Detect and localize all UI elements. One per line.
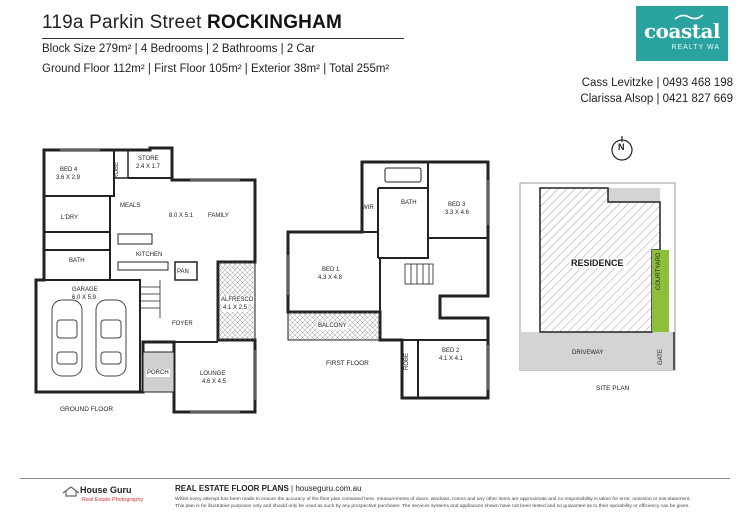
logo-brand: coastal (643, 19, 721, 43)
room-label-laundry: L'DRY (61, 215, 79, 221)
room-label-kitchen: KITCHEN (136, 252, 163, 258)
room-label-garage: GARAGE (72, 287, 98, 293)
room-label-wir: WIR (362, 205, 374, 211)
room-size-bed2: 4.1 X 4.1 (439, 356, 464, 362)
first-floor-plan (286, 160, 490, 400)
property-title: 119a Parkin Street ROCKINGHAM (42, 12, 342, 34)
disclaimer-line-2: This plan is for illustrative purposes o… (175, 504, 690, 509)
room-label-meals: MEALS (120, 203, 141, 209)
room-label-first-robe: ROBE (404, 352, 410, 370)
house-guru-brand: House Guru (80, 485, 132, 495)
logo-tagline: REALTY WA (671, 44, 720, 51)
wave-icon (674, 14, 704, 20)
room-label-bed4: BED 4 (60, 167, 78, 173)
room-label-first-bath: BATH (401, 200, 417, 206)
ground-floor-caption: GROUND FLOOR (60, 406, 114, 413)
room-label-lounge: LOUNGE (200, 371, 226, 377)
room-label-alfresco: ALFRESCO (220, 296, 255, 304)
room-size-bed1: 4.3 X 4.8 (318, 275, 343, 281)
room-label-foyer: FOYER (172, 321, 193, 327)
coastal-realty-logo: coastal REALTY WA (636, 6, 728, 61)
house-guru-subtitle: Real Estate Photography (82, 497, 144, 503)
room-label-bath: BATH (69, 258, 85, 264)
gate-label: GATE (658, 349, 664, 365)
floor-plans-website: | houseguru.com.au (291, 484, 362, 493)
room-label-robe: ROBE (114, 161, 120, 179)
floor-plans-label: REAL ESTATE FLOOR PLANS (175, 484, 289, 493)
room-label-pantry: PAN (177, 269, 189, 275)
property-spec-line-1: Block Size 279m² | 4 Bedrooms | 2 Bathro… (42, 43, 315, 55)
room-label-store: STORE (138, 156, 159, 162)
car-icon (51, 299, 83, 377)
driveway-area (520, 332, 675, 370)
agent-contact-1: Cass Levitzke | 0493 468 198 (581, 77, 733, 89)
first-floor-caption: FIRST FLOOR (326, 360, 369, 367)
north-label: N (618, 142, 625, 152)
courtyard-label: COURTYARD (656, 252, 662, 290)
room-size-garage: 6.0 X 5.9 (72, 295, 97, 301)
suburb-name: ROCKINGHAM (207, 12, 343, 33)
courtyard-area (652, 250, 669, 332)
room-label-bed1: BED 1 (322, 267, 340, 273)
room-label-bed3: BED 3 (448, 202, 466, 208)
room-label-family: FAMILY (208, 213, 229, 219)
car-icon (95, 299, 127, 377)
house-icon (62, 486, 80, 497)
disclaimer-line-1: Whilst every attempt has been made to en… (175, 497, 691, 502)
site-plan-caption: SITE PLAN (596, 385, 630, 392)
room-label-bed2: BED 2 (442, 348, 460, 354)
room-size-lounge: 4.6 X 4.5 (202, 379, 227, 385)
room-label-balcony: BALCONY (317, 322, 348, 330)
room-size-family: 8.0 X 5.1 (169, 213, 194, 219)
room-size-alfresco: 4.1 X 2.5 (222, 304, 249, 312)
street-address: 119a Parkin Street (42, 12, 202, 33)
driveway-label: DRIVEWAY (572, 350, 604, 356)
room-size-bed3: 3.3 X 4.6 (445, 210, 470, 216)
agent-contact-2: Clarissa Alsop | 0421 827 669 (580, 93, 733, 105)
room-label-porch: PORCH (146, 369, 170, 377)
site-plan (519, 136, 676, 371)
room-size-bed4: 3.6 X 2.9 (56, 175, 81, 181)
north-arrow-icon (611, 136, 633, 161)
residence-label: RESIDENCE (569, 258, 626, 268)
room-size-store: 2.4 X 1.7 (136, 164, 161, 170)
property-spec-line-2: Ground Floor 112m² | First Floor 105m² |… (42, 63, 390, 75)
title-divider (42, 38, 404, 39)
footer-divider (20, 478, 730, 479)
floor-plans-title: REAL ESTATE FLOOR PLANS | houseguru.com.… (175, 484, 362, 493)
